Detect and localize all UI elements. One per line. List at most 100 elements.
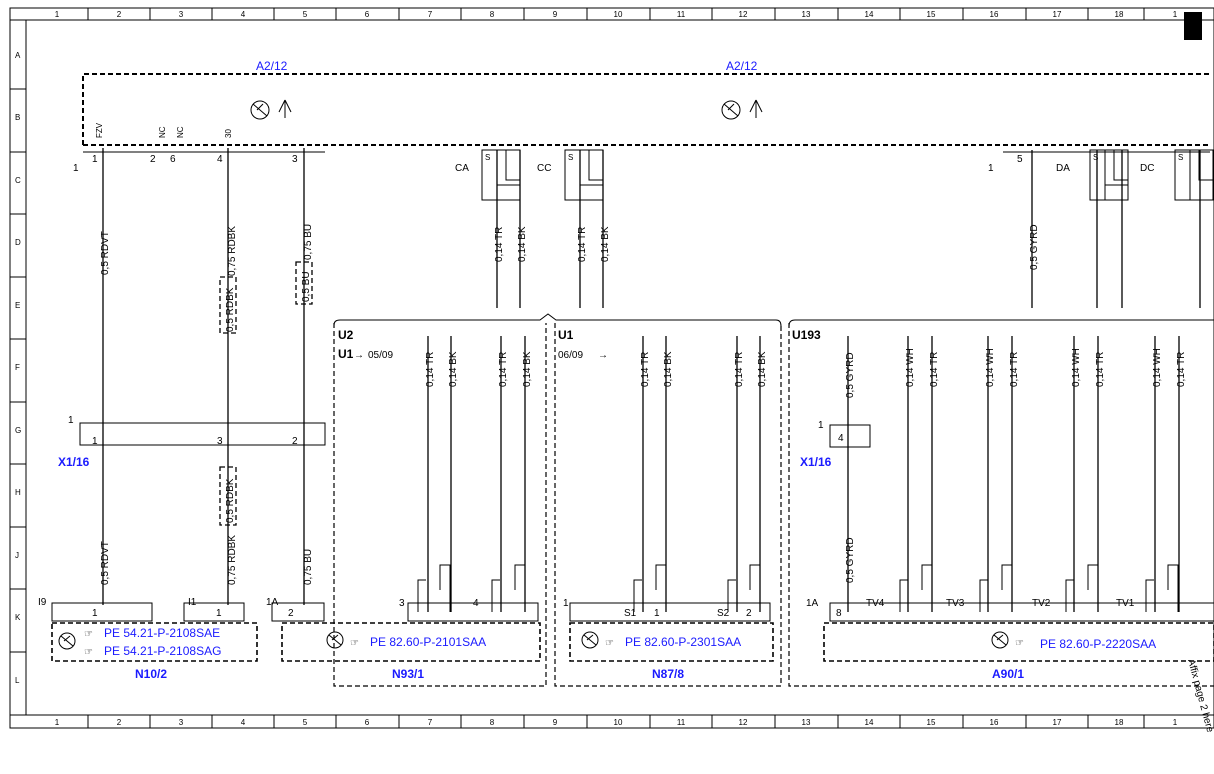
- cc-label: CC: [537, 163, 551, 174]
- grid-col-label: 1: [1173, 718, 1178, 727]
- svg-text:TV1: TV1: [1116, 598, 1135, 609]
- pin-30-label: 30: [224, 129, 233, 138]
- svg-text:1: 1: [818, 420, 824, 431]
- svg-text:1: 1: [216, 608, 222, 619]
- internal-wire-label: 0,14 WH: [1071, 348, 1082, 387]
- grid-col-label: 11: [677, 718, 686, 727]
- svg-text:1: 1: [92, 436, 98, 447]
- grid-col-label: 3: [179, 10, 184, 19]
- svg-text:TV4: TV4: [866, 598, 885, 609]
- a2-12-right-label: A2/12: [726, 59, 758, 73]
- grid-col-label: 13: [802, 718, 811, 727]
- grid-row-label: C: [15, 176, 21, 185]
- coax-wire-label: 0,14 TR: [494, 227, 505, 262]
- wire-rdvt-top-label: 0,5 RDVT: [100, 231, 111, 275]
- grid-row-label: D: [15, 238, 21, 247]
- svg-text:☞: ☞: [350, 638, 359, 649]
- grid-col-label: 12: [739, 10, 748, 19]
- coax-wire-label: 0,14 BK: [600, 226, 611, 262]
- wire-bu-bot-label: 0,75 BU: [303, 549, 314, 585]
- svg-text:S: S: [1093, 153, 1098, 162]
- grid-col-label: 10: [614, 718, 623, 727]
- internal-wire-label: 0,14 TR: [1009, 352, 1020, 387]
- internal-wire-label: 0,14 TR: [1176, 352, 1187, 387]
- n93-1-enclosure: [333, 323, 547, 687]
- grid-col-label: 2: [117, 718, 122, 727]
- svg-text:2: 2: [288, 608, 294, 619]
- n87-8-ref[interactable]: PE 82.60-P-2301SAA: [625, 635, 741, 649]
- coax-da: S: [1089, 149, 1129, 201]
- page-corner-icon: [1184, 12, 1202, 40]
- grid-col-label: 5: [303, 718, 308, 727]
- grid-col-label: 14: [865, 718, 874, 727]
- coax-wire-label: 0,14 TR: [577, 227, 588, 262]
- grid-col-label: 17: [1053, 718, 1062, 727]
- grid-col-label: 17: [1053, 10, 1062, 19]
- grid-row-label: H: [15, 488, 21, 497]
- svg-text:S: S: [1178, 153, 1183, 162]
- grid-row-label: B: [15, 113, 20, 122]
- antenna-transistor-icon-right: [721, 99, 763, 120]
- svg-text:☞: ☞: [1015, 638, 1024, 649]
- pin-4: 4: [217, 154, 223, 165]
- a2-12-left-label: A2/12: [256, 59, 288, 73]
- svg-text:S1: S1: [624, 608, 637, 619]
- n93-1-ref[interactable]: PE 82.60-P-2101SAA: [370, 635, 486, 649]
- u1-label: U1: [558, 328, 574, 342]
- ca-label: CA: [455, 163, 469, 174]
- svg-text:TV3: TV3: [946, 598, 965, 609]
- svg-text:3: 3: [399, 598, 405, 609]
- pin-5: 5: [1017, 154, 1023, 165]
- internal-wire-label: 0,14 BK: [757, 351, 768, 387]
- grid-col-label: 1: [1173, 10, 1178, 19]
- u1-left-label: U1: [338, 347, 354, 361]
- pin-2: 2: [150, 154, 156, 165]
- wire-rdvt-bot-label: 0,5 RDVT: [100, 541, 111, 585]
- svg-text:1: 1: [563, 598, 569, 609]
- n10-2-ref-a[interactable]: PE 54.21-P-2108SAE: [104, 626, 220, 640]
- grid-col-label: 4: [241, 718, 246, 727]
- dc-label: DC: [1140, 163, 1154, 174]
- svg-text:S2: S2: [717, 608, 730, 619]
- svg-text:2: 2: [746, 608, 752, 619]
- grid-col-label: 16: [990, 718, 999, 727]
- n10-2-ref-b[interactable]: PE 54.21-P-2108SAG: [104, 644, 221, 658]
- coax-ca: S: [481, 149, 521, 201]
- svg-text:S: S: [485, 153, 490, 162]
- coax-wire-label: 0,14 BK: [517, 226, 528, 262]
- grid-row-label: L: [15, 676, 20, 685]
- internal-wire-label: 0,14 TR: [498, 352, 509, 387]
- u1-left-date: 05/09: [368, 350, 393, 361]
- conn-1-right-label: 1: [988, 163, 994, 174]
- gyrd-top-label: 0,5 GYRD: [1029, 224, 1040, 270]
- grid-col-label: 12: [739, 718, 748, 727]
- wire-bu-top-label: 0,75 BU: [303, 224, 314, 260]
- pin-1: 1: [92, 154, 98, 165]
- svg-text:8: 8: [836, 608, 842, 619]
- pin-6: 6: [170, 154, 176, 165]
- grid-col-label: 15: [927, 718, 936, 727]
- wire-rdbk-box-bot-label: 0,5 RDBK: [225, 478, 236, 523]
- grid-col-label: 3: [179, 718, 184, 727]
- x1-16-right-label: X1/16: [800, 455, 832, 469]
- svg-text:4: 4: [473, 598, 479, 609]
- svg-text:4: 4: [838, 433, 844, 444]
- sheet-frame: [9, 7, 1214, 729]
- svg-text:I9: I9: [38, 597, 47, 608]
- grid-col-label: 15: [927, 10, 936, 19]
- pin-nc2-label: NC: [176, 126, 185, 138]
- grid-col-label: 8: [490, 10, 495, 19]
- a90-1-ref[interactable]: PE 82.60-P-2220SAA: [1040, 637, 1156, 651]
- transistor-icon-n87-8: [581, 631, 599, 649]
- grid-col-label: 6: [365, 10, 370, 19]
- grid-col-label: 11: [677, 10, 686, 19]
- da-label: DA: [1056, 163, 1070, 174]
- coax-cc: S: [564, 149, 604, 201]
- wire-rdbk-top-label: 0,75 RDBK: [227, 226, 238, 276]
- grid-col-label: 16: [990, 10, 999, 19]
- u2-label: U2: [338, 328, 354, 342]
